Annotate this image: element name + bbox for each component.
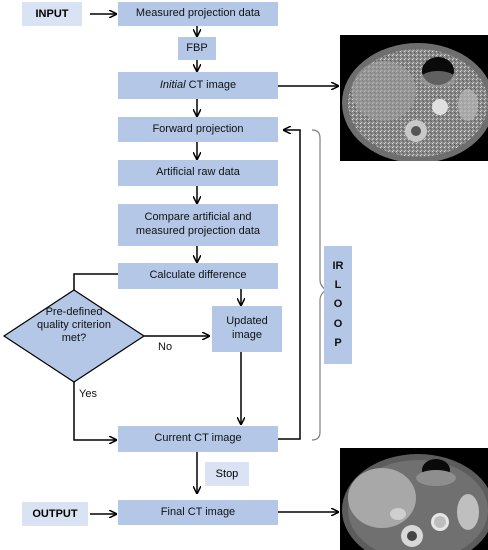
measured-projection-box: Measured projection data — [118, 2, 278, 26]
artificial-raw-data-box: Artificial raw data — [118, 160, 278, 186]
yes-label: Yes — [79, 388, 97, 400]
loop-letter: O — [333, 317, 343, 330]
forward-projection-box: Forward projection — [118, 117, 278, 142]
compare-box: Compare artificial and measured projecti… — [118, 204, 278, 246]
loop-letter: P — [334, 336, 342, 349]
input-label: INPUT — [22, 2, 82, 26]
output-label: OUTPUT — [22, 502, 88, 526]
ir-loop-label: IR L O O P — [324, 246, 352, 364]
initial-word: Initial — [159, 78, 186, 91]
line-difference-decision — [73, 273, 118, 290]
arrow-yes — [73, 380, 116, 440]
initial-rest: CT image — [185, 78, 237, 91]
initial-ct-scan-image — [340, 35, 488, 161]
current-ct-image-box: Current CT image — [118, 426, 278, 452]
loop-letter: IR — [332, 259, 344, 272]
stop-label: Stop — [205, 462, 249, 486]
loop-letter: L — [334, 279, 342, 292]
fbp-box: FBP — [178, 37, 216, 60]
arrow-loop-back — [278, 130, 301, 440]
updated-image-box: Updated image — [212, 306, 282, 352]
decision-diamond — [2, 289, 146, 383]
final-ct-scan-image — [340, 448, 488, 550]
loop-letter: O — [333, 298, 343, 311]
decision-text: Pre-defined quality criterion met? — [37, 306, 111, 345]
initial-ct-image-box: Initial CT image — [118, 72, 278, 99]
calculate-difference-box: Calculate difference — [118, 263, 278, 289]
final-ct-image-box: Final CT image — [118, 500, 278, 525]
no-label: No — [158, 341, 173, 353]
